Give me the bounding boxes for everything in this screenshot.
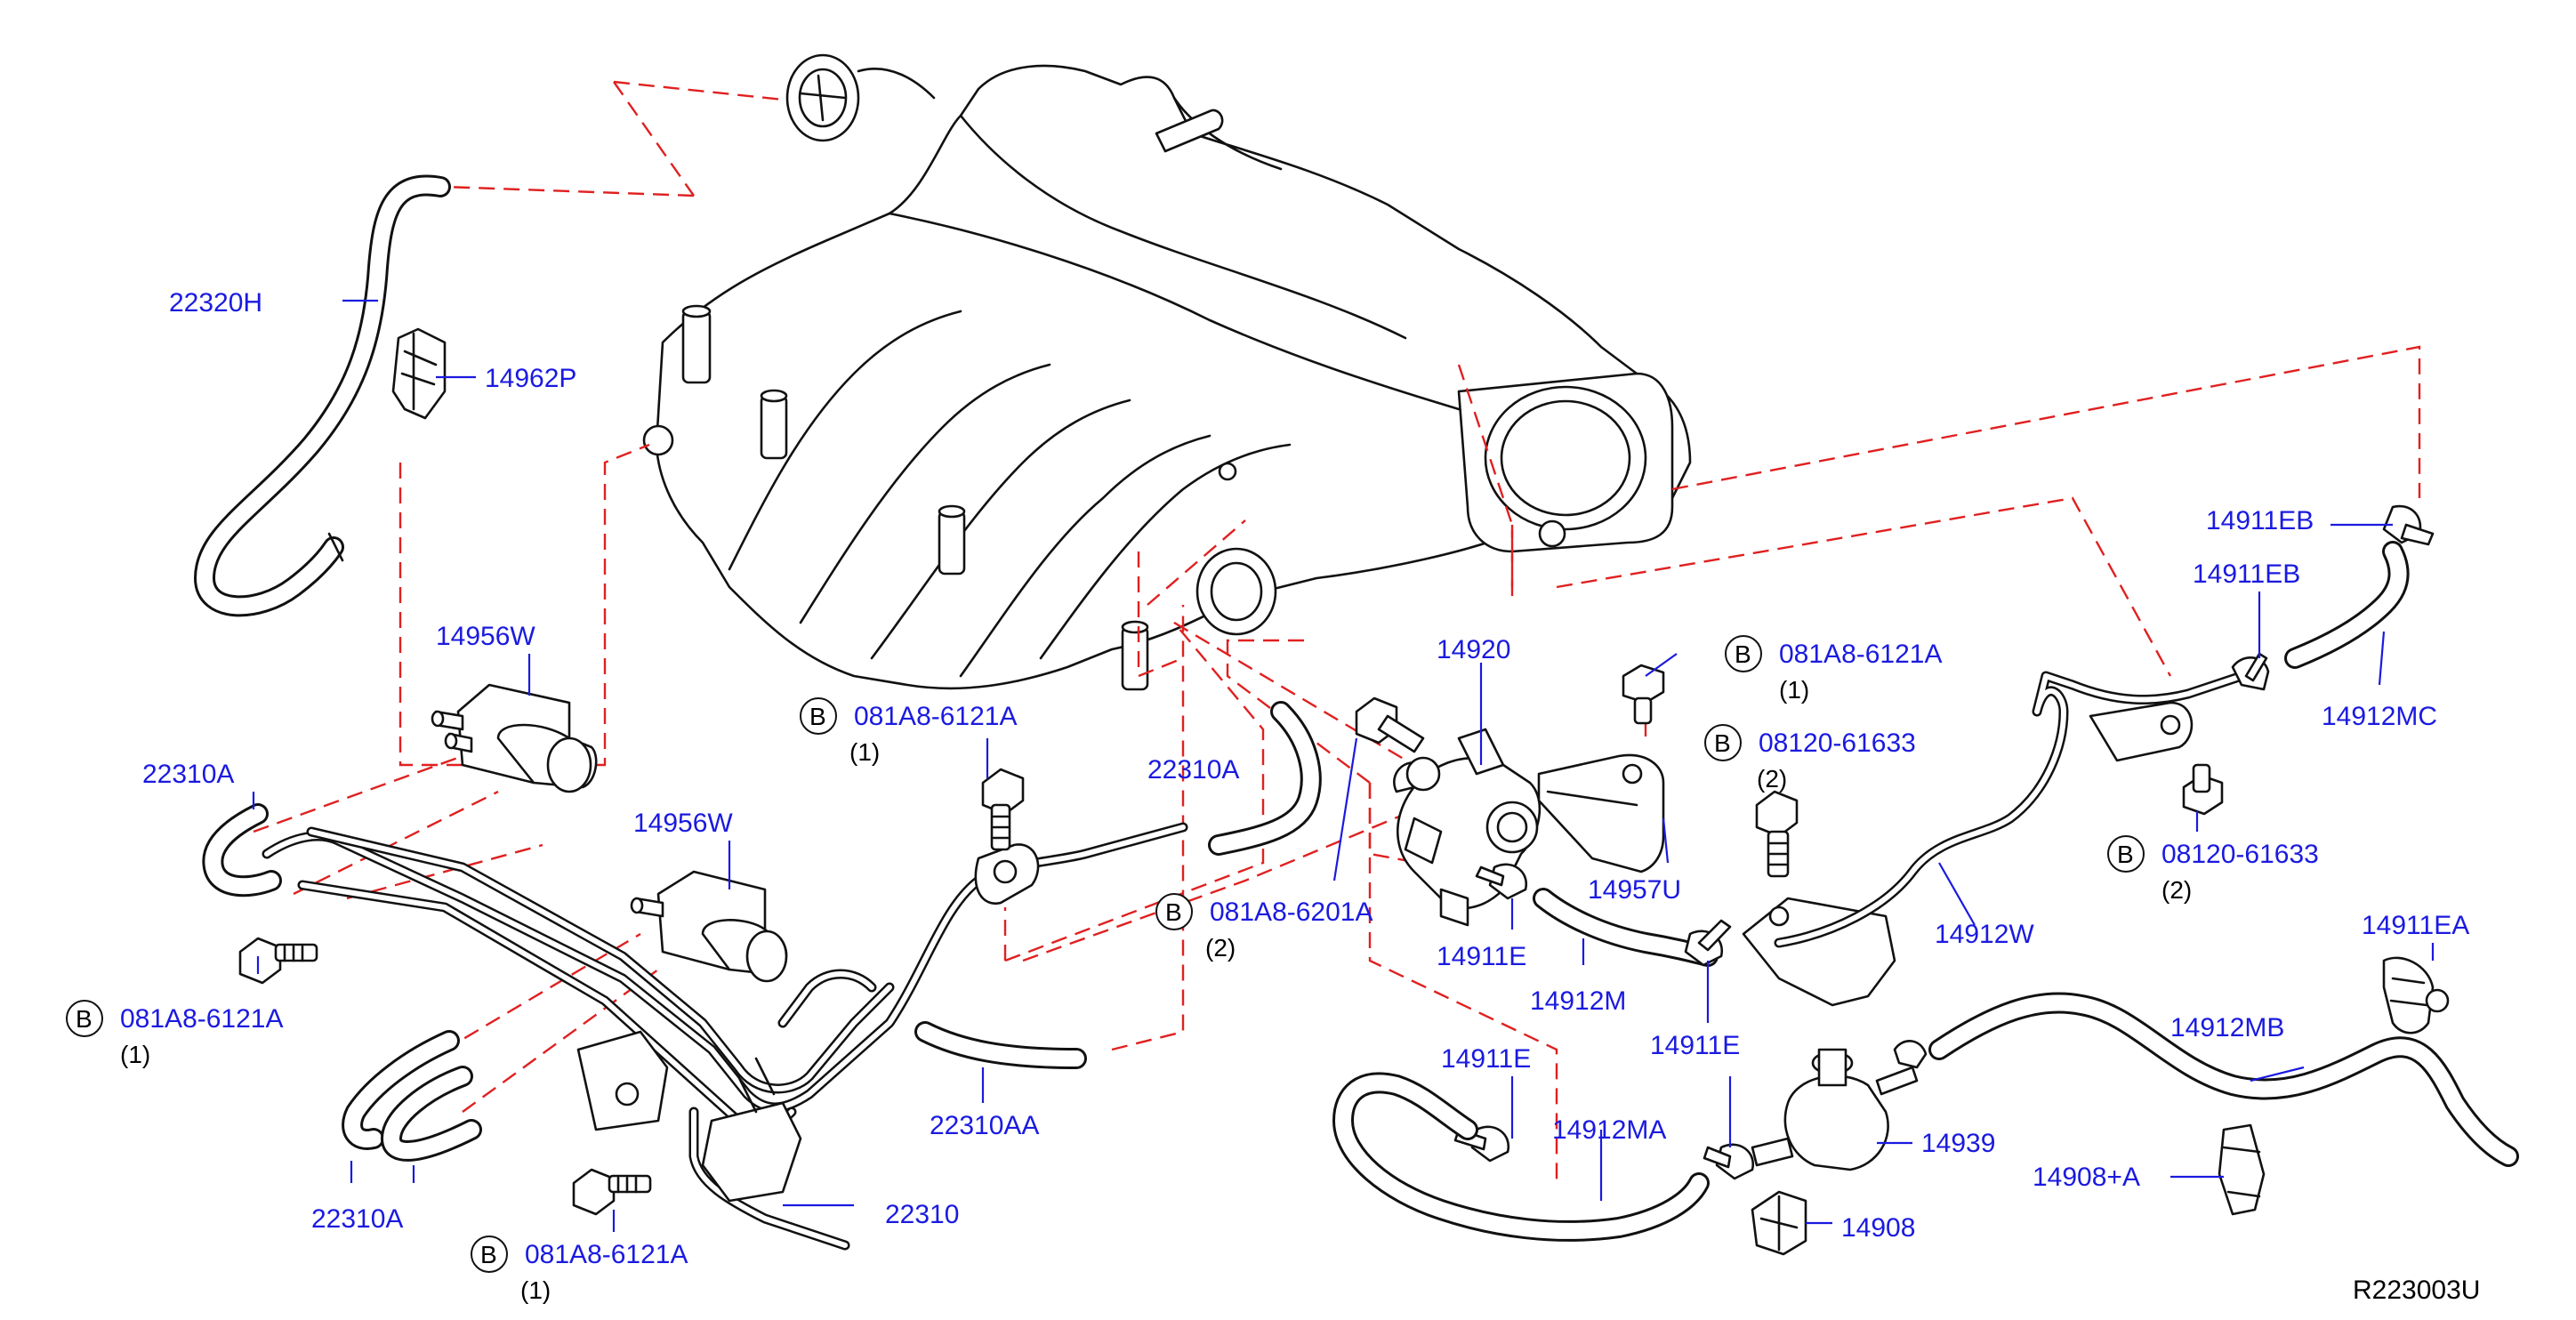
bolt-081a8-6201a <box>1355 696 1425 753</box>
qty-08120-61633-b: (2) <box>2161 876 2192 904</box>
label-22310a-lower: 22310A <box>311 1204 403 1234</box>
svg-text:B: B <box>76 1005 93 1033</box>
label-14912ma: 14912MA <box>1552 1115 1666 1145</box>
hose-22320h <box>194 174 451 617</box>
b-mark-2: B <box>66 1000 103 1037</box>
svg-text:B: B <box>1714 729 1731 757</box>
qty-081a8-6121a-c: (1) <box>520 1276 551 1304</box>
label-14911e-b: 14911E <box>1650 1031 1740 1060</box>
valve-14920 <box>1393 728 1542 927</box>
label-14912mb: 14912MB <box>2170 1013 2284 1042</box>
bolt-081a8-6121a-c <box>572 1168 652 1216</box>
label-08120-61633-b: 08120-61633 <box>2161 840 2319 869</box>
hose-14912mc <box>2284 541 2410 669</box>
qty-081a8-6201a: (2) <box>1205 934 1236 962</box>
label-14911e-c: 14911E <box>1441 1044 1531 1074</box>
label-14908: 14908 <box>1841 1213 1915 1243</box>
hose-14912w <box>1774 671 2247 948</box>
label-081a8-6201a: 081A8-6201A <box>1210 897 1373 927</box>
leader-lines <box>252 299 2435 1232</box>
b-mark-3: B <box>471 1235 508 1273</box>
bolt-08120-61633-b <box>2182 763 2224 816</box>
diagram-reference-code: R223003U <box>2353 1276 2480 1305</box>
clamp-14911e-b <box>1684 919 1732 967</box>
label-14911eb-b: 14911EB <box>2193 559 2300 589</box>
b-mark-4: B <box>1725 635 1762 672</box>
bolt-081a8-6121a-b <box>981 768 1025 851</box>
label-14912m: 14912M <box>1530 986 1626 1016</box>
label-081a8-6121a-d: 081A8-6121A <box>1779 640 1943 669</box>
b-mark-5: B <box>1704 724 1742 761</box>
label-22310a-upper: 22310A <box>142 760 234 789</box>
qty-081a8-6121a-a: (1) <box>120 1041 150 1068</box>
bolt-081a8-6121a-a <box>238 937 318 985</box>
label-14920: 14920 <box>1437 635 1510 664</box>
qty-081a8-6121a-b: (1) <box>849 738 880 766</box>
check-valve-14939 <box>1751 1048 1919 1171</box>
svg-text:B: B <box>2117 841 2134 868</box>
solenoid-valve-14956w-upper <box>431 683 598 793</box>
hose-14912mb <box>1928 992 2519 1167</box>
label-22310: 22310 <box>885 1200 959 1229</box>
label-14912mc: 14912MC <box>2322 702 2437 731</box>
clamp-14911eb-a <box>2382 504 2435 546</box>
bracket-center <box>1742 897 1896 1007</box>
bracket-14957u <box>1537 753 1665 873</box>
hoses-22310a-lower <box>342 1030 482 1162</box>
tube-assembly-22310 <box>262 822 1188 1251</box>
bolt-081a8-6121a-d <box>1622 664 1665 725</box>
label-14908a: 14908+A <box>2033 1163 2140 1192</box>
clamp-14911eb-b <box>2231 652 2270 691</box>
clamp-14911e-a <box>1475 863 1528 900</box>
clamp-14939-top <box>1893 1040 1928 1069</box>
label-081a8-6121a-c: 081A8-6121A <box>525 1240 688 1269</box>
hose-14912ma <box>1332 1072 1710 1242</box>
label-14962p: 14962P <box>485 364 576 393</box>
clip-14908 <box>1751 1190 1807 1256</box>
label-14911e-a: 14911E <box>1437 942 1526 971</box>
b-marks: B B B B B B B <box>66 635 2145 1273</box>
label-22310aa: 22310AA <box>930 1111 1039 1140</box>
hose-22310a-mid <box>1208 701 1322 856</box>
svg-text:B: B <box>480 1241 497 1268</box>
hose-14912m <box>1533 888 1719 967</box>
quantities: (1) (1) (1) (1) (2) (2) (2) <box>120 676 2192 1304</box>
part-labels: 22320H 14962P 14956W 22310A 14956W 081A8… <box>120 288 2469 1269</box>
label-081a8-6121a-a: 081A8-6121A <box>120 1004 284 1034</box>
svg-text:B: B <box>1735 640 1751 668</box>
label-14911ea: 14911EA <box>2362 911 2469 940</box>
b-mark-6: B <box>1155 893 1193 930</box>
label-22310a-mid: 22310A <box>1147 755 1239 785</box>
hose-22310a-upper <box>202 803 282 897</box>
svg-text:B: B <box>809 703 826 730</box>
intake-manifold <box>642 53 1692 691</box>
solenoid-valve-14956w-lower <box>630 870 788 983</box>
b-mark-7: B <box>2107 835 2145 873</box>
hose-22310aa <box>914 1021 1087 1069</box>
label-14957u: 14957U <box>1588 875 1681 905</box>
qty-081a8-6121a-d: (1) <box>1779 676 1809 704</box>
label-14956w-upper: 14956W <box>436 622 535 651</box>
label-14912w: 14912W <box>1935 920 2034 949</box>
bracket-right <box>2089 701 2194 762</box>
qty-08120-61633-a: (2) <box>1757 765 1787 793</box>
label-14911eb-a: 14911EB <box>2206 506 2314 535</box>
label-14939: 14939 <box>1921 1129 1995 1158</box>
clamp-14911ea <box>2382 956 2450 1034</box>
label-14956w-lower: 14956W <box>633 809 733 838</box>
svg-text:B: B <box>1165 898 1182 926</box>
label-081a8-6121a-b: 081A8-6121A <box>854 702 1018 731</box>
b-mark-1: B <box>800 697 837 735</box>
clip-14908a <box>2218 1123 2266 1216</box>
clip-14962p <box>391 327 447 420</box>
label-22320h: 22320H <box>169 288 262 318</box>
clamp-14911e-d <box>1703 1143 1755 1180</box>
bolt-08120-61633-a <box>1755 790 1799 878</box>
label-08120-61633-a: 08120-61633 <box>1759 728 1916 758</box>
